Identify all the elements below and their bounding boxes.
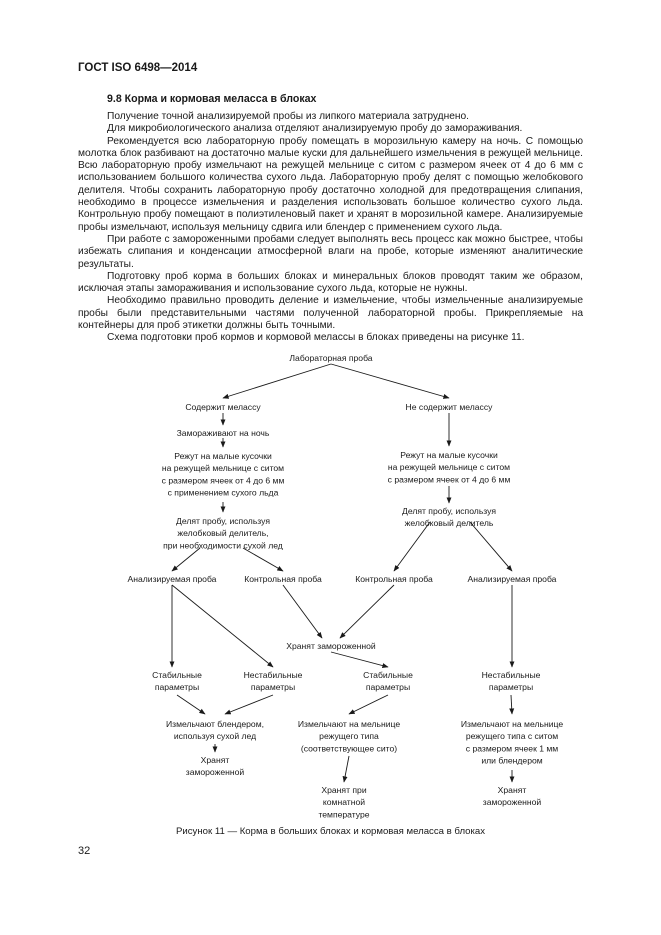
flow-arrow xyxy=(330,651,389,668)
flow-node-control-right: Контрольная проба xyxy=(355,574,433,584)
flow-arrow xyxy=(348,694,389,715)
flow-node-contains-molasses: Содержит мелассу xyxy=(185,402,261,412)
flow-node-control-left: Контрольная проба xyxy=(244,574,322,584)
page-number: 32 xyxy=(78,845,91,857)
document-id: ГОСТ ISO 6498—2014 xyxy=(78,62,198,74)
flow-arrow xyxy=(171,584,274,668)
flow-node-analysis-right: Анализируемая проба xyxy=(468,574,557,584)
paragraph: При работе с замороженными пробами следу… xyxy=(78,233,583,270)
flow-arrow xyxy=(339,584,395,639)
flow-node-lab-sample: Лабораторная проба xyxy=(289,353,372,363)
paragraph: Схема подготовки проб кормов и кормовой … xyxy=(107,332,525,344)
body-text: Получение точной анализируемой пробы из … xyxy=(78,111,583,345)
flow-arrow xyxy=(224,694,274,715)
flow-arrow xyxy=(171,547,201,572)
paragraph: Подготовку проб корма в больших блоках и… xyxy=(78,270,583,295)
flow-node-store-frozen-center: Хранят замороженной xyxy=(286,641,376,651)
flow-arrow xyxy=(176,694,206,715)
flow-arrow xyxy=(242,547,284,572)
flow-node-no-molasses: Не содержит мелассу xyxy=(406,402,494,412)
flow-arrow xyxy=(393,521,431,572)
flow-arrow xyxy=(469,521,513,572)
section-title: 9.8 Корма и кормовая меласса в блоках xyxy=(107,93,317,105)
flow-node-grind-blender: Измельчают блендером,используя сухой лед xyxy=(166,719,264,741)
flow-arrow xyxy=(342,755,350,783)
flow-node-analysis-left: Анализируемая проба xyxy=(128,574,217,584)
paragraph: Рекомендуется всю лабораторную пробу пом… xyxy=(78,135,583,233)
flow-arrow xyxy=(509,694,515,715)
flow-arrow xyxy=(330,363,450,399)
paragraph: Для микробиологического анализа отделяют… xyxy=(107,123,523,135)
paragraph: Получение точной анализируемой пробы из … xyxy=(107,111,470,122)
paragraph: Необходимо правильно проводить деление и… xyxy=(78,295,583,332)
flow-arrow xyxy=(282,584,323,639)
flow-node-freeze-overnight: Замораживают на ночь xyxy=(177,428,270,438)
flow-arrow xyxy=(222,363,332,399)
figure-caption: Рисунок 11 — Корма в больших блоках и ко… xyxy=(175,826,486,837)
